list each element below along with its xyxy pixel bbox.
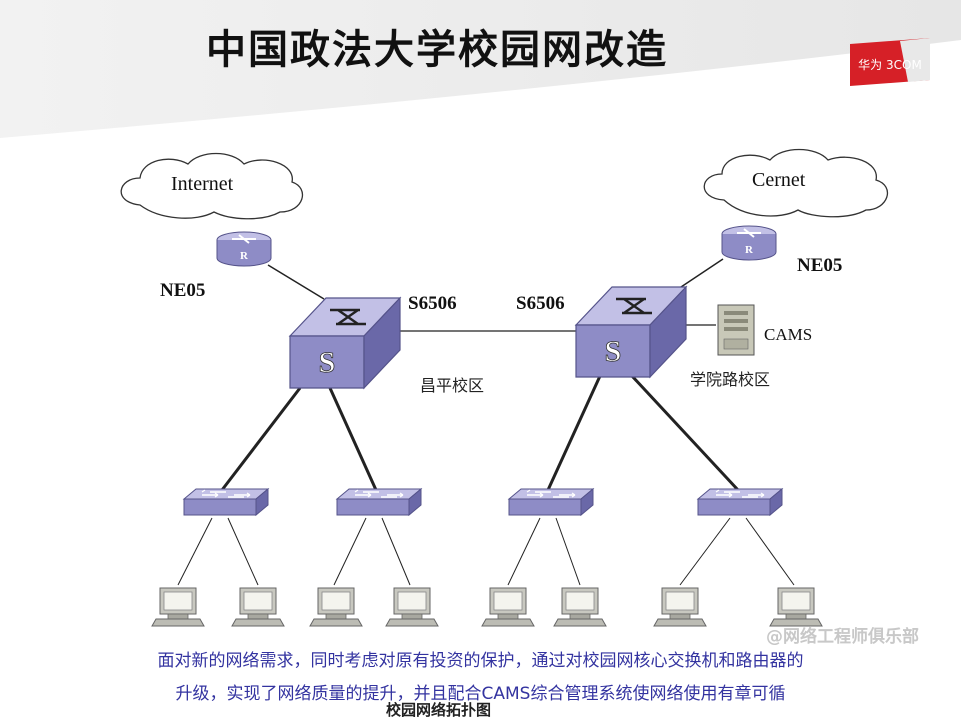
watermark: @网络工程师俱乐部 xyxy=(766,627,919,647)
pc-icon-6 xyxy=(553,587,607,627)
core-left-label: S6506 xyxy=(408,293,457,314)
overlay-text: 校园网络拓扑图 xyxy=(386,701,492,719)
access-switch-icon-3 xyxy=(508,488,594,516)
router-icon-right xyxy=(721,225,777,261)
huawei-3com-logo xyxy=(850,38,930,86)
core-switch-icon-right xyxy=(574,285,688,379)
network-links xyxy=(177,258,795,586)
pc-icon-4 xyxy=(385,587,439,627)
core-right-label: S6506 xyxy=(516,293,565,314)
router-icon-left xyxy=(216,231,272,267)
campus-left-label: 昌平校区 xyxy=(420,376,485,395)
cams-label: CAMS xyxy=(764,325,813,344)
caption-line-1: 面对新的网络需求，同时考虑对原有投资的保护，通过对校园网核心交换机和路由器的 xyxy=(157,651,804,671)
router-right-label: NE05 xyxy=(797,255,843,276)
access-switch-icon-4 xyxy=(697,488,783,516)
caption-line-2: 升级，实现了网络质量的提升，并且配合CAMS综合管理系统使网络使用有章可循 xyxy=(175,684,786,704)
access-switch-icon-1 xyxy=(183,488,269,516)
slide-title: 中国政法大学校园网改造 xyxy=(206,27,668,73)
core-switch-icon-left xyxy=(288,296,402,390)
pc-icon-8 xyxy=(769,587,823,627)
cernet-cloud xyxy=(703,148,888,218)
pc-icon-3 xyxy=(309,587,363,627)
internet-cloud xyxy=(120,152,303,220)
pc-icon-5 xyxy=(481,587,535,627)
cernet-label: Cernet xyxy=(752,169,806,191)
pc-icon-7 xyxy=(653,587,707,627)
logo-text: 华为 3COM xyxy=(858,58,922,72)
router-left-label: NE05 xyxy=(160,280,206,301)
internet-label: Internet xyxy=(171,173,234,195)
access-switch-icon-2 xyxy=(336,488,422,516)
campus-right-label: 学院路校区 xyxy=(690,370,771,389)
pc-icon-1 xyxy=(151,587,205,627)
pc-icon-2 xyxy=(231,587,285,627)
server-icon xyxy=(717,304,755,356)
